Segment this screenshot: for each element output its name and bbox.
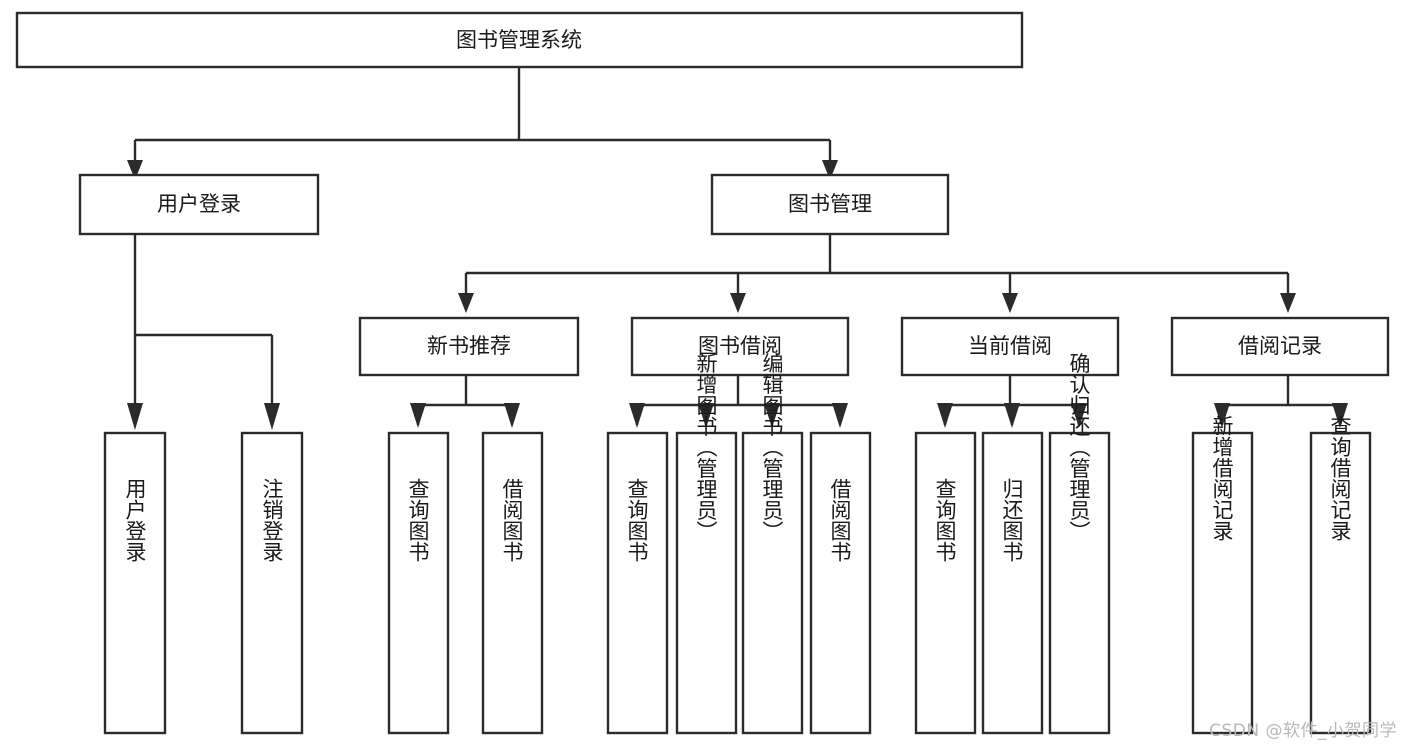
node-leaf-5-label: 查询图书 xyxy=(625,478,649,562)
node-leaf-3[interactable]: 查询图书 xyxy=(387,431,450,735)
arrow-icon-leaf-10 xyxy=(1004,403,1020,428)
node-leaf-6-label: 新增图书（管理员） xyxy=(694,353,718,542)
node-bookmgmt[interactable]: 图书管理 xyxy=(710,173,950,236)
node-record[interactable]: 借阅记录 xyxy=(1170,316,1390,377)
arrow-icon-leaf-8 xyxy=(832,403,848,428)
arrowheads-layer xyxy=(127,160,1348,430)
node-bookmgmt-box[interactable] xyxy=(710,173,950,236)
node-newbook[interactable]: 新书推荐 xyxy=(358,316,580,377)
arrow-icon-bookmgmt xyxy=(822,160,838,180)
node-leaf-4-label: 借阅图书 xyxy=(500,478,524,562)
node-leaf-3-label: 查询图书 xyxy=(406,478,430,562)
node-leaf-8-label: 借阅图书 xyxy=(828,478,852,562)
node-leaf-10-label: 归还图书 xyxy=(1000,478,1024,562)
node-login[interactable]: 用户登录 xyxy=(78,173,320,236)
node-leaf-8-box[interactable] xyxy=(809,431,872,735)
arrow-icon-leaf-12 xyxy=(1214,403,1230,428)
node-leaf-4[interactable]: 借阅图书 xyxy=(481,431,544,735)
arrow-icon-leaf-2 xyxy=(264,403,280,430)
node-borrow[interactable]: 图书借阅 xyxy=(630,316,850,377)
connector-record-children xyxy=(1220,375,1342,425)
node-login-box[interactable] xyxy=(78,173,320,236)
node-root-box[interactable] xyxy=(15,11,1024,69)
node-leaf-2-box[interactable] xyxy=(240,431,304,735)
node-leaf-4-box[interactable] xyxy=(481,431,544,735)
node-leaf-1[interactable]: 用户登录 xyxy=(103,431,167,735)
node-leaf-7[interactable]: 编辑图书（管理员） xyxy=(741,353,804,735)
node-bookmgmt-label: 图书管理 xyxy=(788,192,872,216)
arrow-icon-leaf-5 xyxy=(629,403,645,428)
watermark-text: CSDN @软件_小贺同学 xyxy=(1209,721,1397,741)
node-leaf-12[interactable]: 新增借阅记录 xyxy=(1191,415,1254,735)
node-leaf-11-box[interactable] xyxy=(1048,431,1111,735)
node-leaf-5[interactable]: 查询图书 xyxy=(606,431,669,735)
node-leaf-7-label: 编辑图书（管理员） xyxy=(760,353,784,542)
connectors-layer xyxy=(133,67,1342,425)
node-leaf-12-label: 新增借阅记录 xyxy=(1210,415,1234,541)
node-leaf-13-label: 查询借阅记录 xyxy=(1328,415,1352,541)
node-leaf-10-box[interactable] xyxy=(981,431,1044,735)
connector-bookmgmt-trunk xyxy=(464,234,1290,296)
node-leaf-9[interactable]: 查询图书 xyxy=(914,431,977,735)
node-leaf-13[interactable]: 查询借阅记录 xyxy=(1309,415,1372,735)
node-borrow-box[interactable] xyxy=(630,316,850,377)
node-leaf-9-label: 查询图书 xyxy=(933,478,957,562)
node-login-label: 用户登录 xyxy=(157,192,241,216)
node-root[interactable]: 图书管理系统 xyxy=(15,11,1024,69)
node-record-box[interactable] xyxy=(1170,316,1390,377)
arrow-icon-newbook xyxy=(458,293,474,313)
node-leaf-13-box[interactable] xyxy=(1309,431,1372,735)
node-leaf-5-box[interactable] xyxy=(606,431,669,735)
arrow-icon-record xyxy=(1280,293,1296,313)
arrow-icon-leaf-3 xyxy=(410,403,426,428)
node-leaf-10[interactable]: 归还图书 xyxy=(981,431,1044,735)
node-current-label: 当前借阅 xyxy=(968,334,1052,358)
node-record-label: 借阅记录 xyxy=(1238,334,1322,358)
node-leaf-6[interactable]: 新增图书（管理员） xyxy=(675,353,738,735)
arrow-icon-leaf-6 xyxy=(698,403,714,428)
connector-login-children xyxy=(133,234,274,405)
node-newbook-box[interactable] xyxy=(358,316,580,377)
node-leaf-9-box[interactable] xyxy=(914,431,977,735)
arrow-icon-leaf-4 xyxy=(504,403,520,428)
node-root-label: 图书管理系统 xyxy=(456,28,582,52)
node-leaf-3-box[interactable] xyxy=(387,431,450,735)
node-leaf-1-box[interactable] xyxy=(103,431,167,735)
node-borrow-label: 图书借阅 xyxy=(698,334,782,358)
node-leaf-11-label: 确认归还（管理员） xyxy=(1067,353,1091,542)
arrow-icon-leaf-7 xyxy=(764,403,780,428)
node-leaf-8[interactable]: 借阅图书 xyxy=(809,431,872,735)
node-leaf-2-label: 注销登录 xyxy=(260,478,284,562)
arrow-icon-login xyxy=(127,160,143,180)
node-leaf-11[interactable]: 确认归还（管理员） xyxy=(1048,353,1111,735)
node-leaf-7-box[interactable] xyxy=(741,431,804,735)
node-newbook-label: 新书推荐 xyxy=(427,334,511,358)
node-current-box[interactable] xyxy=(900,316,1120,377)
arrow-icon-leaf-1 xyxy=(127,403,143,430)
arrow-icon-current xyxy=(1002,293,1018,313)
connector-root-trunk xyxy=(133,67,832,163)
node-leaf-12-box[interactable] xyxy=(1191,431,1254,735)
arrow-icon-leaf-11 xyxy=(1071,403,1087,428)
node-leaf-2[interactable]: 注销登录 xyxy=(240,431,304,735)
connector-newbook-children xyxy=(416,375,514,425)
node-current[interactable]: 当前借阅 xyxy=(900,316,1120,377)
arrow-icon-borrow xyxy=(730,293,746,313)
connector-borrow-children xyxy=(635,375,842,425)
arrow-icon-leaf-9 xyxy=(937,403,953,428)
arrow-icon-leaf-13 xyxy=(1332,403,1348,428)
node-leaf-1-label: 用户登录 xyxy=(123,478,147,562)
node-leaf-6-box[interactable] xyxy=(675,431,738,735)
